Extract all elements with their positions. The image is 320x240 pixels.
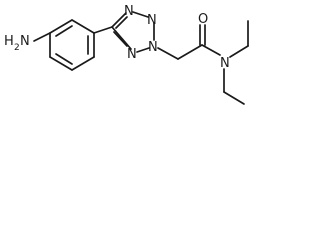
- carbonyl-amide-bond: [201, 44, 221, 56]
- amine-bond: [33, 32, 51, 42]
- tetrazole-atom-n2: N: [148, 40, 158, 55]
- aryl-tetrazole-bond: [93, 26, 113, 34]
- svg-text:H: H: [4, 34, 14, 49]
- amine-group: H 2 N: [4, 34, 30, 53]
- amide-nitrogen: N: [220, 56, 230, 71]
- tetrazole-ring: [111, 11, 155, 53]
- carbonyl-oxygen: O: [198, 12, 208, 27]
- chemical-structure: H 2 N N N N N O N: [4, 4, 249, 105]
- tetrazole-atom-n3: N: [147, 13, 157, 28]
- ethyl-group-lower: [223, 68, 245, 105]
- svg-text:N: N: [20, 34, 30, 49]
- tetrazole-atom-n4: N: [124, 4, 134, 19]
- benzene-ring: [49, 19, 95, 71]
- tetrazole-atom-n1: N: [127, 47, 137, 62]
- carbonyl-double-bond: [199, 24, 206, 46]
- tetrazole-methylene-bond: [157, 47, 179, 60]
- ethyl-group-upper: [229, 20, 249, 58]
- methylene-carbonyl-bond: [177, 44, 203, 60]
- svg-text:2: 2: [14, 43, 20, 53]
